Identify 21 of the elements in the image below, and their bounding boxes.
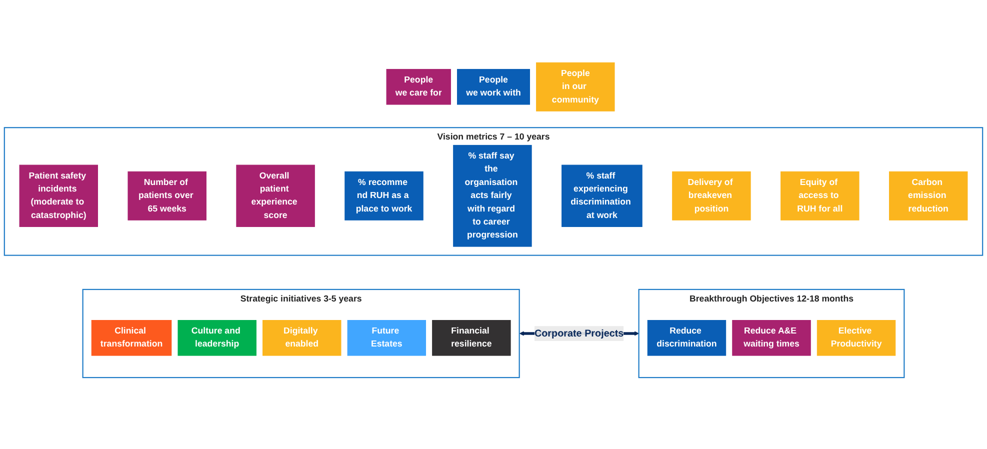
node-box: Patient safety incidents (moderate to catastrophic)	[19, 164, 98, 227]
node-box: Carbon emission reduction	[889, 171, 968, 220]
node-box: Clinical transformation	[91, 320, 172, 356]
node-box: People we work with	[457, 68, 530, 105]
edge-label: Corporate Projects	[534, 328, 624, 339]
node-box: % staff say the organisation acts fairly with regard to career progression	[453, 144, 532, 247]
node-box: % staff experiencing discrimination at work	[562, 164, 642, 227]
node-box: Culture and leadership	[178, 320, 256, 356]
node-box: Digitally enabled	[262, 320, 342, 356]
node-box: Equity of access to RUH for all	[780, 171, 860, 220]
node-box: % recomme nd RUH as a place to work	[344, 171, 424, 220]
node-box: People in our community	[536, 62, 615, 112]
node-box: Reduce discrimination	[647, 320, 726, 356]
node-box: Elective Productivity	[816, 320, 896, 356]
node-box: Number of patients over 65 weeks	[128, 171, 206, 220]
node-box: Overall patient experience score	[236, 164, 315, 227]
node-box: Reduce A&E waiting times	[732, 320, 811, 356]
node-box: Financial resilience	[432, 320, 511, 356]
node-box: Future Estates	[347, 320, 426, 356]
node-box: People we care for	[386, 68, 451, 105]
node-box: Delivery of breakeven position	[672, 171, 751, 220]
